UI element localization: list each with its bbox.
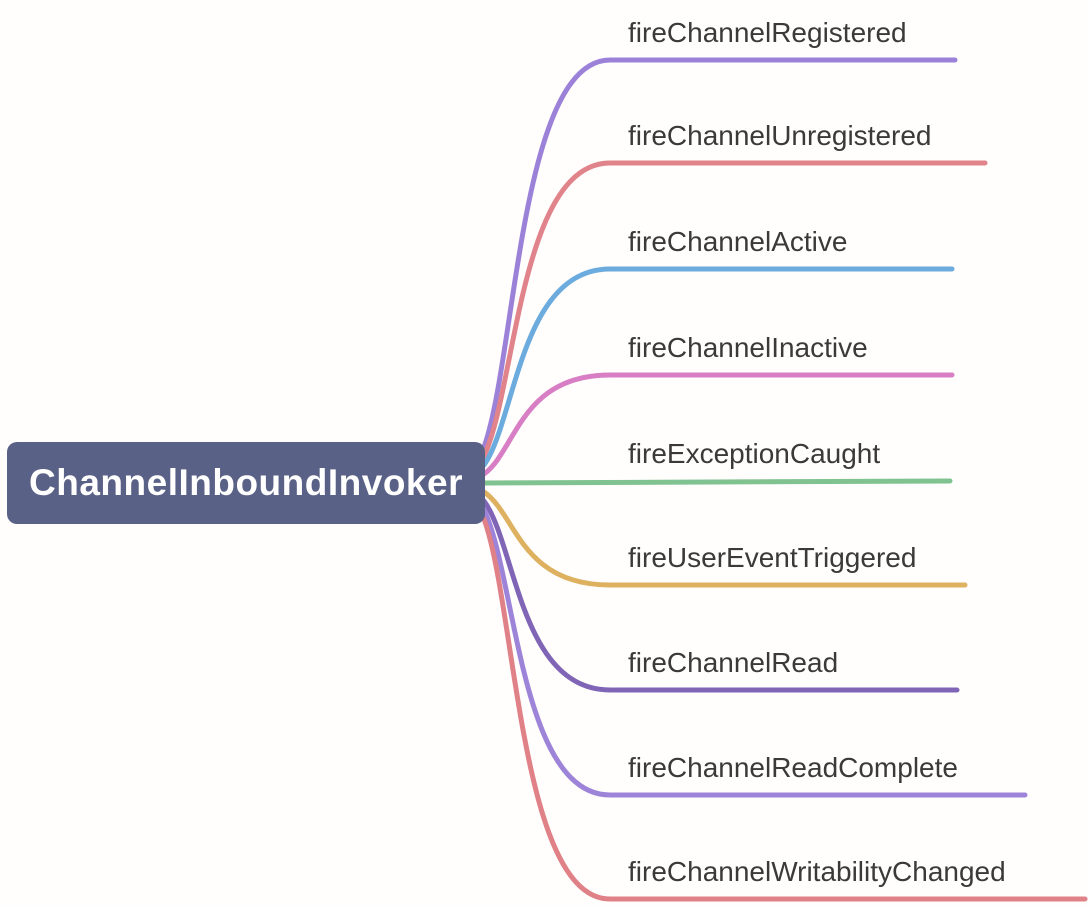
branch-curve	[481, 478, 953, 486]
branch-curve	[481, 489, 968, 588]
branch-topic-label[interactable]: fireChannelUnregistered	[628, 120, 932, 151]
branch-topic-label[interactable]: fireChannelInactive	[628, 332, 868, 363]
branch-curve	[481, 57, 958, 450]
branch-curve	[481, 498, 960, 693]
branch-topic-label[interactable]: fireChannelActive	[628, 226, 848, 257]
branch-topic-label[interactable]: fireExceptionCaught	[628, 438, 881, 469]
branch-topic-label[interactable]: fireChannelRegistered	[628, 17, 907, 48]
branch-topic-label[interactable]: fireUserEventTriggered	[628, 542, 917, 573]
branch-curve	[481, 507, 1028, 798]
branch-topic-label[interactable]: fireChannelWritabilityChanged	[628, 856, 1006, 887]
branch-curve	[481, 372, 955, 477]
branch-topic-label[interactable]: fireChannelRead	[628, 647, 839, 678]
branch-curve	[481, 266, 955, 468]
branch-curve	[481, 516, 1088, 902]
branch-curve	[481, 160, 988, 459]
root-topic-node[interactable]: ChannelInboundInvoker	[7, 442, 485, 524]
branch-topic-label[interactable]: fireChannelReadComplete	[628, 752, 958, 783]
